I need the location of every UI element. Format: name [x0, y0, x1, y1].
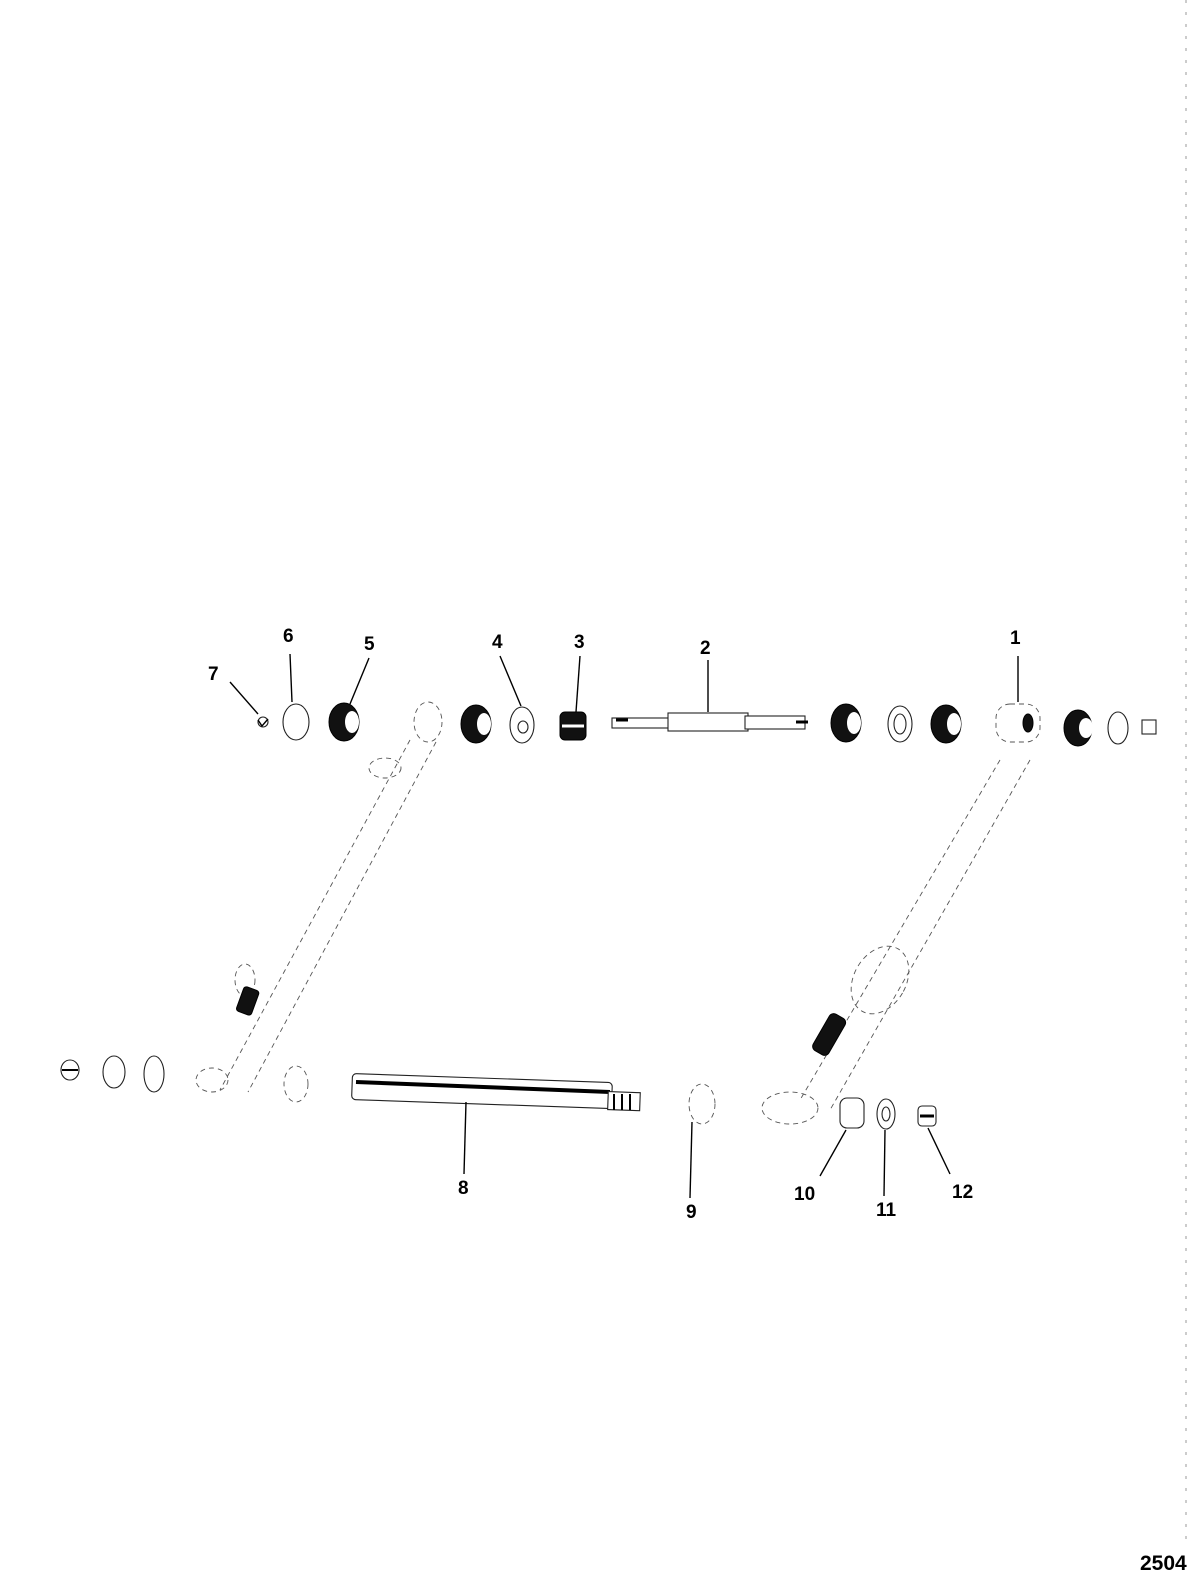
part-7-nut — [257, 716, 269, 728]
nut-left-end — [60, 1059, 80, 1081]
bushing-dark-right-3 — [1063, 709, 1093, 747]
part-11-washer — [876, 1098, 896, 1130]
part-12-nut — [917, 1105, 937, 1127]
washer-right-end — [1107, 711, 1129, 745]
callout-6: 6 — [283, 626, 294, 647]
upper-parts-row — [257, 701, 1157, 747]
callout-4: 4 — [492, 632, 503, 653]
callout-2: 2 — [700, 638, 711, 659]
callout-12: 12 — [952, 1182, 973, 1203]
leader-lines — [229, 653, 1019, 1199]
left-arm — [195, 739, 437, 1093]
callout-9: 9 — [686, 1202, 697, 1223]
bushing-dark-right-1 — [830, 703, 862, 743]
washer-ring-right — [887, 705, 913, 743]
callout-7: 7 — [208, 664, 219, 685]
right-arm — [761, 759, 1031, 1125]
washer-left-end — [102, 1055, 126, 1089]
bushing-left-end — [143, 1055, 165, 1093]
part-8-shaft — [351, 1073, 641, 1112]
nut-right-end — [1141, 719, 1157, 735]
part-1-right-arm-eye — [995, 703, 1041, 743]
callout-8: 8 — [458, 1178, 469, 1199]
part-10-bushing — [839, 1097, 865, 1129]
left-arm-top-eye — [413, 701, 443, 743]
part-3-spacer — [559, 711, 587, 741]
part-5-bushing — [328, 702, 360, 742]
part-6-washer — [282, 703, 310, 741]
left-arm-lower-spacer — [283, 1065, 309, 1103]
callout-5: 5 — [364, 634, 375, 655]
lower-parts-row — [60, 1055, 937, 1130]
callout-10: 10 — [794, 1184, 815, 1205]
callout-3: 3 — [574, 632, 585, 653]
bushing-dark-right-2 — [930, 704, 962, 744]
part-2-shaft — [611, 712, 808, 732]
part-9-bushing — [688, 1083, 716, 1125]
figure-number: 2504 — [1140, 1552, 1187, 1575]
callout-11: 11 — [876, 1200, 897, 1221]
callout-1: 1 — [1010, 628, 1021, 649]
callout-labels: 1 2 3 4 5 6 7 8 9 10 11 12 — [208, 626, 1021, 1223]
bushing-dark — [460, 704, 492, 744]
part-4-washer — [509, 706, 535, 744]
